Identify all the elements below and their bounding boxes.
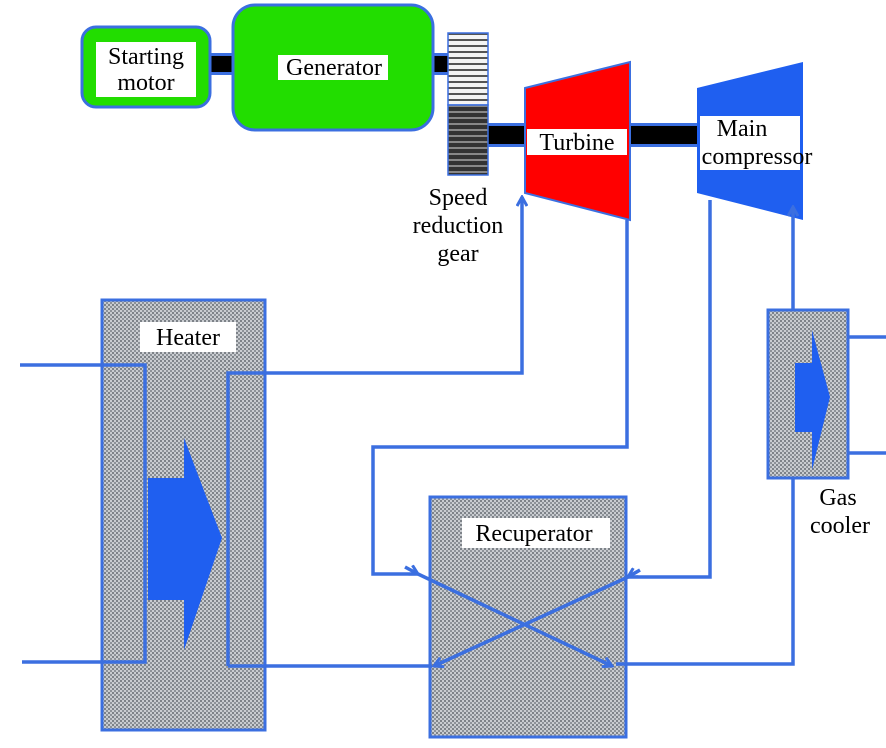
cooling-arrow-icon [795, 330, 830, 470]
speed-reduction-gear: Speed reduction gear [413, 32, 504, 267]
turbine-label: Turbine [539, 130, 614, 156]
gear-label-line2: reduction [413, 213, 504, 239]
recuperator-label: Recuperator [475, 521, 592, 547]
starting-motor-label-line2: motor [117, 70, 174, 96]
gas-cooler-label-line1: Gas [819, 485, 856, 511]
gas-cooler-label-line2: cooler [810, 513, 870, 539]
main-compressor: Main compressor [697, 62, 812, 220]
heater-label: Heater [156, 325, 220, 351]
starting-motor: Starting motor [80, 25, 212, 109]
turbine: Turbine [524, 60, 631, 222]
gear-label-line1: Speed [429, 185, 488, 211]
heat-input-arrow-icon [148, 438, 222, 650]
flow-lines [20, 197, 793, 666]
compressor-label-line1: Main [717, 116, 768, 142]
generator-label: Generator [286, 55, 382, 81]
starting-motor-label-line1: Starting [108, 44, 184, 70]
recuperator: Recuperator [428, 495, 628, 739]
compressor-label-line2: compressor [702, 144, 813, 170]
generator: Generator [231, 3, 435, 132]
gear-label-line3: gear [437, 241, 478, 267]
gas-cooler: Gas cooler [766, 308, 886, 539]
